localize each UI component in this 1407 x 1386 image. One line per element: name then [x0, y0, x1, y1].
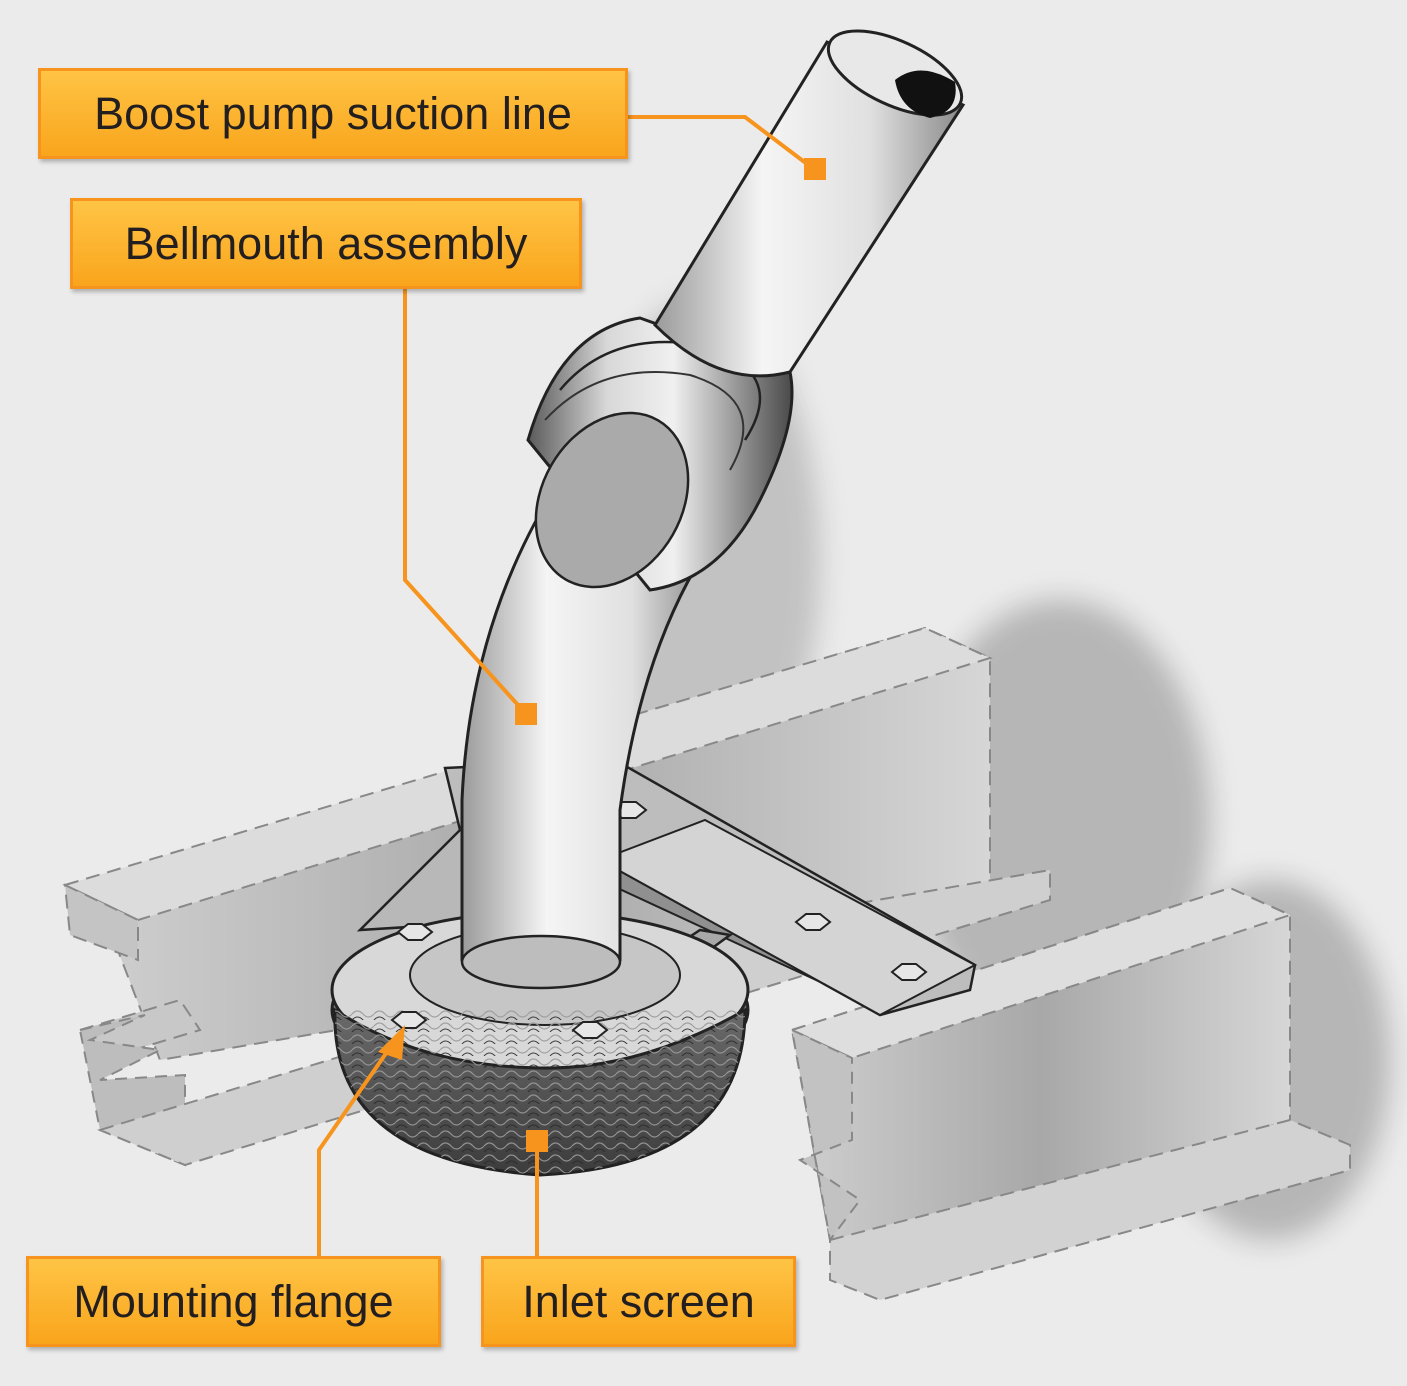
arrowhead-flange: [378, 1025, 405, 1060]
callout-inlet-screen-text: Inlet screen: [522, 1275, 755, 1327]
leader-flange: [317, 1034, 400, 1256]
inlet-screen-mesh: [333, 1007, 747, 1177]
marker-bellmouth: [515, 703, 537, 725]
suction-pipe: [653, 29, 966, 378]
callout-mounting-flange: Mounting flange: [26, 1256, 441, 1347]
callout-bellmouth: Bellmouth assembly: [70, 198, 582, 289]
marker-suction: [804, 158, 826, 180]
callout-suction-line-text: Boost pump suction line: [94, 87, 572, 139]
callout-bellmouth-text: Bellmouth assembly: [124, 217, 528, 269]
callout-inlet-screen: Inlet screen: [481, 1256, 796, 1347]
coupling-collar: [526, 316, 794, 592]
front-rib: [789, 886, 1351, 1302]
leader-lines: [317, 115, 817, 1256]
leader-markers: [378, 158, 826, 1152]
callout-suction-line: Boost pump suction line: [38, 68, 628, 159]
leader-bellmouth: [403, 289, 529, 717]
callout-mounting-flange-text: Mounting flange: [73, 1275, 394, 1327]
marker-screen: [526, 1130, 548, 1152]
leader-suction: [628, 115, 817, 172]
